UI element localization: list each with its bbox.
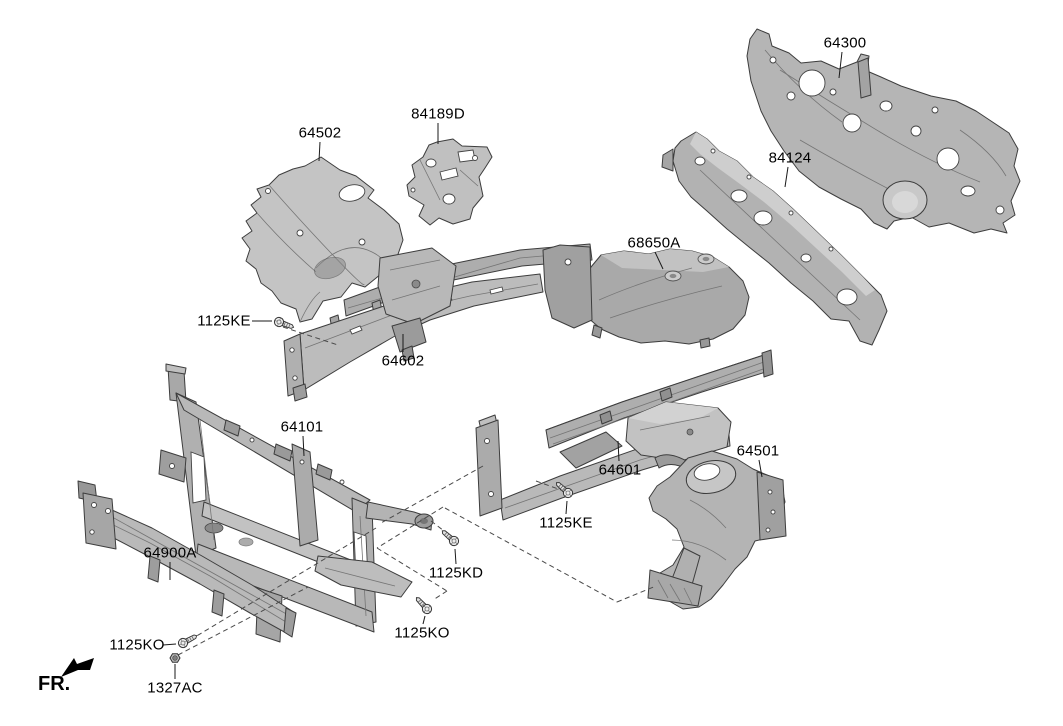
part-84189d xyxy=(406,138,493,226)
part-64501 xyxy=(647,450,787,610)
part-callout-64900a: 64900A xyxy=(143,544,197,562)
bolt-icon xyxy=(555,482,574,499)
assembly-reference-dashed-line xyxy=(535,480,562,491)
bolt-icon xyxy=(441,530,460,547)
bolt-icon xyxy=(273,316,295,329)
part-callout-64101: 64101 xyxy=(280,418,324,436)
assembly-reference-dashed-line xyxy=(380,465,484,524)
part-64300 xyxy=(746,28,1021,234)
part-callout-64601: 64601 xyxy=(598,461,642,479)
part-68650a xyxy=(572,248,750,349)
assembly-reference-dashed-line xyxy=(376,506,444,549)
part-callout-84189d: 84189D xyxy=(411,105,465,123)
fr-label: FR. xyxy=(38,673,71,695)
callout-leader-line xyxy=(617,440,620,462)
assembly-reference-dashed-line xyxy=(376,547,448,592)
callout-leader-line xyxy=(422,615,426,625)
callout-leader-line xyxy=(838,51,843,79)
part-64602 xyxy=(283,243,593,402)
assembly-reference-dashed-line xyxy=(177,586,309,656)
part-callout-1125ko: 1125KO xyxy=(109,636,165,654)
part-callout-68650a: 68650A xyxy=(627,234,681,252)
part-64601 xyxy=(475,349,774,521)
assembly-reference-dashed-line xyxy=(189,527,377,641)
assembly-reference-dashed-line xyxy=(282,326,339,346)
callout-leader-line xyxy=(654,251,664,270)
part-64502 xyxy=(241,156,404,323)
bolt-icon xyxy=(415,597,433,615)
callout-leader-line xyxy=(162,643,177,646)
part-callout-64501: 64501 xyxy=(736,442,780,460)
fr-direction-arrow-icon xyxy=(61,658,94,677)
part-64101 xyxy=(158,363,434,643)
part-callout-84124: 84124 xyxy=(768,149,812,167)
part-callout-1125kd: 1125KD xyxy=(428,564,484,582)
part-64900a xyxy=(77,480,297,638)
part-84124 xyxy=(661,131,888,346)
callout-leader-line xyxy=(565,500,568,515)
part-callout-64602: 64602 xyxy=(381,352,425,370)
callout-leader-line xyxy=(318,141,321,162)
assembly-reference-dashed-line xyxy=(616,585,657,603)
fr-direction-indicator: FR. xyxy=(38,650,98,696)
part-callout-1125ke: 1125KE xyxy=(539,514,593,532)
assembly-reference-dashed-line xyxy=(432,590,448,601)
bolt-icon xyxy=(177,634,198,649)
part-callout-1125ko: 1125KO xyxy=(394,624,450,642)
callout-leader-line xyxy=(454,548,457,565)
part-callout-64502: 64502 xyxy=(298,124,342,142)
nut-icon xyxy=(169,653,181,663)
callout-leader-line xyxy=(302,435,305,457)
callout-leader-line xyxy=(784,166,789,188)
part-callout-1125ke: 1125KE xyxy=(197,312,251,330)
assembly-reference-dashed-line xyxy=(444,507,618,603)
part-callout-1327ac: 1327AC xyxy=(147,679,203,697)
callout-leader-line xyxy=(758,459,763,478)
part-callout-64300: 64300 xyxy=(823,34,867,52)
